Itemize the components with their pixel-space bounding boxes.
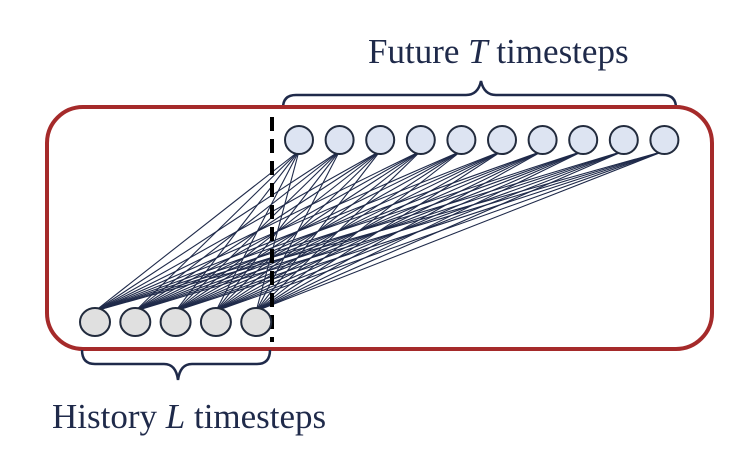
connection-edges bbox=[94, 150, 665, 312]
future-node-7 bbox=[527, 125, 558, 155]
future-node-5 bbox=[446, 125, 477, 155]
future-node-2 bbox=[324, 125, 355, 155]
history-node-4 bbox=[199, 307, 232, 337]
future-node-3 bbox=[365, 125, 396, 155]
edge-h3-f1 bbox=[175, 150, 300, 312]
edge-h4-f1 bbox=[215, 150, 300, 312]
future-label-prefix: Future bbox=[368, 32, 459, 71]
edge-h5-f9 bbox=[255, 150, 625, 312]
history-timesteps-label: History L timesteps bbox=[52, 397, 326, 436]
edge-h5-f3 bbox=[255, 150, 381, 312]
history-bracket bbox=[80, 349, 272, 381]
history-label-suffix: timesteps bbox=[194, 397, 326, 436]
history-label-prefix: History bbox=[52, 397, 158, 436]
future-label-variable: T bbox=[468, 32, 490, 71]
edge-h5-f5 bbox=[255, 150, 462, 312]
edge-h5-f4 bbox=[255, 150, 422, 312]
future-node-6 bbox=[487, 125, 517, 155]
future-bracket bbox=[281, 80, 678, 109]
edge-h1-f1 bbox=[94, 150, 300, 312]
model-frame bbox=[45, 105, 714, 351]
future-label-suffix: timesteps bbox=[496, 32, 628, 71]
future-node-9 bbox=[608, 125, 639, 155]
history-node-1 bbox=[79, 307, 111, 337]
edge-h5-f1 bbox=[255, 150, 300, 312]
future-node-10 bbox=[649, 125, 680, 155]
edge-h5-f6 bbox=[255, 150, 503, 312]
history-nodes bbox=[79, 307, 273, 337]
history-node-5 bbox=[240, 307, 273, 337]
history-node-3 bbox=[159, 307, 192, 337]
future-nodes bbox=[284, 125, 680, 155]
future-node-1 bbox=[284, 125, 314, 155]
history-node-2 bbox=[119, 307, 152, 337]
edge-h5-f8 bbox=[255, 150, 584, 312]
future-node-8 bbox=[568, 125, 599, 155]
edge-h2-f1 bbox=[134, 150, 300, 312]
future-node-4 bbox=[405, 125, 436, 155]
edge-h5-f7 bbox=[255, 150, 543, 312]
future-timesteps-label: Future T timesteps bbox=[368, 32, 629, 71]
history-label-variable: L bbox=[165, 397, 185, 436]
edge-h5-f10 bbox=[255, 150, 665, 312]
